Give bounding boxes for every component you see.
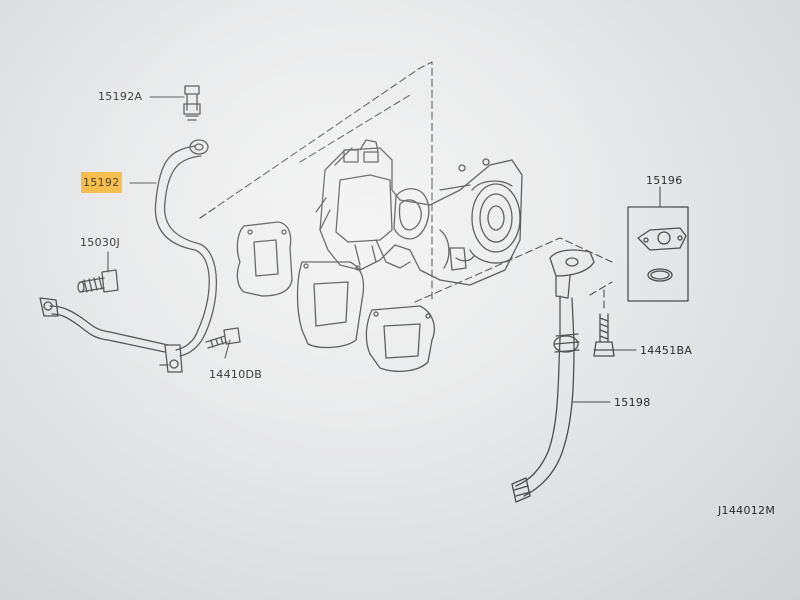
part-label-14410DB: 14410DB [209,368,263,381]
bolt-15030J [77,269,119,293]
assembly-dashed-lines [199,61,613,313]
diagram-reference-code: J144012M [718,504,776,517]
gasket-kit-box-15196 [627,206,689,302]
turbocharger-body [315,139,523,286]
bolt-14410DB [205,327,241,349]
part-label-15198: 15198 [614,396,651,409]
part-label-15192-highlighted: 15192 [81,172,122,193]
banjo-bolt-15192A [183,85,201,121]
manifold-gaskets [236,221,435,373]
part-label-15196: 15196 [646,174,683,187]
part-label-15030J: 15030J [80,236,121,249]
part-label-15192A: 15192A [98,90,143,103]
part-label-14451BA: 14451BA [640,344,693,357]
stud-bolt-14451BA [593,313,615,357]
oil-line-15030J-tube [39,297,169,353]
callout-leaders [107,96,661,403]
oil-feed-tube-15192 [154,139,218,373]
oil-drain-tube-15198 [511,249,595,503]
